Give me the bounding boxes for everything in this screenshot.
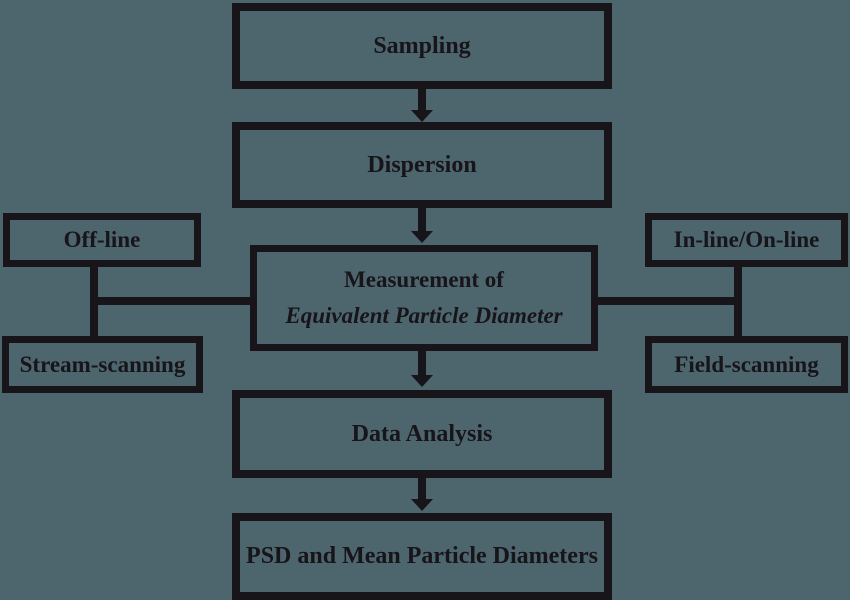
node-stream-scanning: Stream-scanning: [2, 336, 203, 393]
arrow-data-analysis-to-psd: [418, 478, 426, 501]
node-field-scanning: Field-scanning: [645, 336, 848, 393]
node-sampling: Sampling: [232, 3, 612, 89]
arrow-measurement-to-data-analysis: [418, 351, 426, 377]
node-in-line-on-line: In-line/On-line: [645, 213, 848, 267]
connector-left-horizontal: [90, 297, 250, 305]
arrowhead-measurement-to-data-analysis: [411, 375, 433, 387]
node-off-line: Off-line: [3, 213, 201, 267]
arrow-dispersion-to-measurement: [418, 208, 426, 233]
arrowhead-sampling-to-dispersion: [411, 110, 433, 122]
node-dispersion: Dispersion: [232, 122, 612, 208]
arrowhead-data-analysis-to-psd: [411, 499, 433, 511]
node-data-analysis: Data Analysis: [232, 390, 612, 478]
node-psd-mean-particle-diameters: PSD and Mean Particle Diameters: [232, 513, 612, 600]
node-measurement: Measurement of Equivalent Particle Diame…: [250, 245, 598, 351]
connector-right-horizontal: [598, 297, 742, 305]
node-measurement-line2: Equivalent Particle Diameter: [285, 303, 563, 328]
node-measurement-line1: Measurement of: [344, 267, 504, 293]
arrowhead-dispersion-to-measurement: [411, 231, 433, 243]
arrow-sampling-to-dispersion: [418, 88, 426, 112]
